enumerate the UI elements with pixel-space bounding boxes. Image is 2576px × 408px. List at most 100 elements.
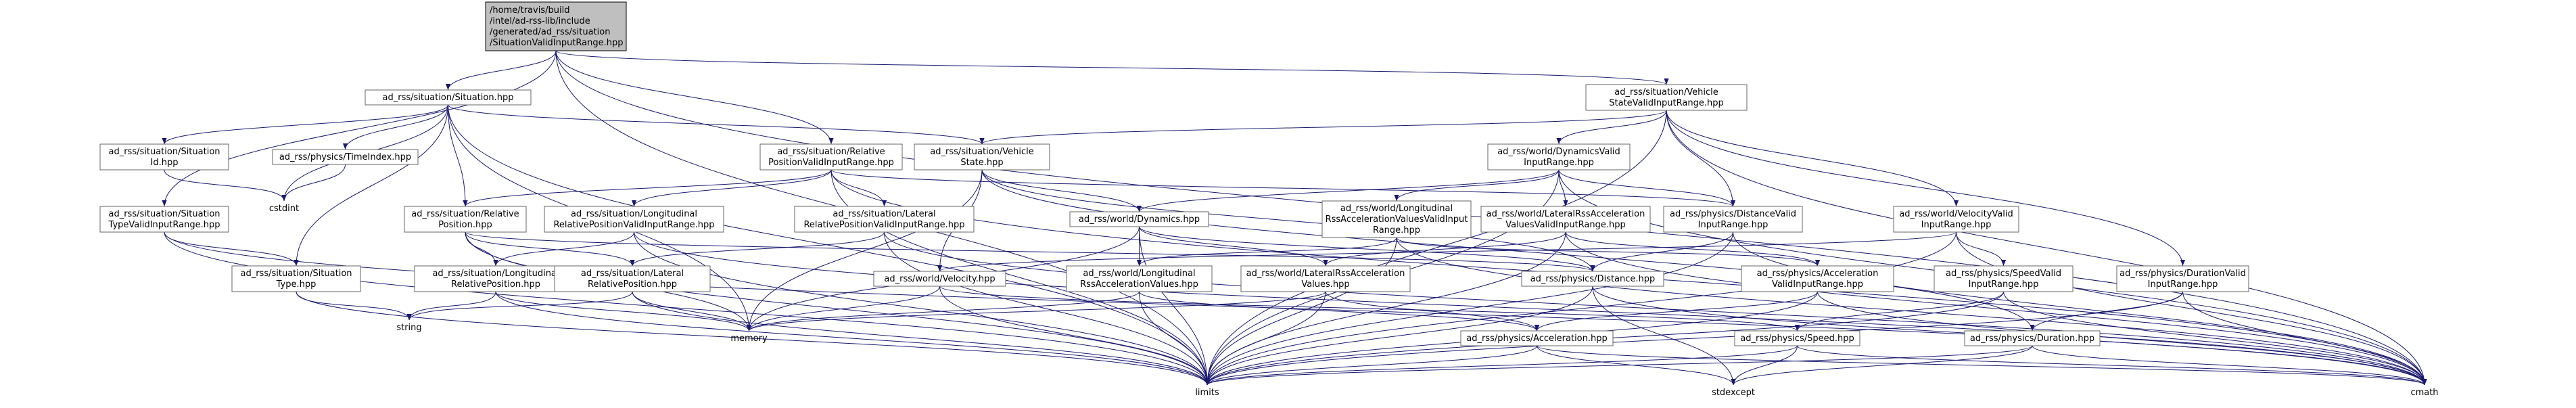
node-label-lat-rss-acc-vir-0: ad_rss/world/LateralRssAcceleration xyxy=(1486,209,1645,219)
node-world-dynamics[interactable]: ad_rss/world/Dynamics.hpp xyxy=(1069,211,1209,227)
edge-long_rss_acc_vir-to-long_rss_acc xyxy=(1137,237,1397,267)
node-long-rel-pos-vir[interactable]: ad_rss/situation/LongitudinalRelativePos… xyxy=(544,206,724,233)
node-rel-pos-vir[interactable]: ad_rss/situation/RelativePositionValidIn… xyxy=(759,143,903,171)
node-situation[interactable]: ad_rss/situation/Situation.hpp xyxy=(365,89,532,106)
node-label-lat-rss-acc-vir-1: ValuesValidInputRange.hpp xyxy=(1505,220,1626,230)
node-box-vehicle-state-vir xyxy=(1585,84,1748,111)
edge-long_rss_acc_vir-to-acceleration_vir xyxy=(1396,237,1820,267)
edge-speed_vir-to-cmath xyxy=(2003,291,2427,386)
node-lat-rel-pos-vir[interactable]: ad_rss/situation/LateralRelativePosition… xyxy=(794,206,975,233)
edge-lat_rss_acc-to-physics_acceleration xyxy=(1325,291,1540,332)
node-duration-vir[interactable]: ad_rss/physics/DurationValidInputRange.h… xyxy=(2116,265,2249,292)
node-time-index[interactable]: ad_rss/physics/TimeIndex.hpp xyxy=(272,149,419,165)
edge-lat_rss_acc-to-limits xyxy=(1204,291,1326,386)
node-physics-duration[interactable]: ad_rss/physics/Duration.hpp xyxy=(1964,330,2101,346)
edge-distance_vir-to-cmath xyxy=(1733,231,2427,386)
node-box-long-rel-pos xyxy=(414,265,578,292)
node-label-rel-pos-vir-1: PositionValidInputRange.hpp xyxy=(768,158,894,168)
edge-situation-to-situation_id xyxy=(162,104,448,145)
node-string: string xyxy=(396,323,421,333)
node-distance-vir[interactable]: ad_rss/physics/DistanceValidInputRange.h… xyxy=(1663,206,1803,233)
node-label-root-3: /SituationValidInputRange.hpp xyxy=(490,38,624,48)
edge-relative_position-to-limits xyxy=(465,231,1210,386)
edge-acceleration_vir-to-physics_acceleration xyxy=(1535,291,1818,332)
edge-physics_distance-to-limits xyxy=(1204,286,1593,386)
node-lat-rel-pos[interactable]: ad_rss/situation/LateralRelativePosition… xyxy=(554,265,711,292)
node-box-physics-acceleration xyxy=(1460,330,1614,346)
edge-physics_distance-to-stdexcept xyxy=(1592,286,1736,386)
edge-long_rel_pos-to-memory xyxy=(495,291,751,332)
node-label-limits-0: limits xyxy=(1195,388,1219,398)
edge-situation_type-to-string xyxy=(296,291,412,321)
node-label-physics-acceleration-0: ad_rss/physics/Acceleration.hpp xyxy=(1466,334,1608,344)
edge-root-to-vehicle_state_vir xyxy=(555,50,1669,85)
edge-physics_duration-to-stdexcept xyxy=(1731,345,2033,386)
node-label-stdexcept-0: stdexcept xyxy=(1712,388,1755,398)
edge-lat_rel_pos-to-limits xyxy=(632,291,1210,386)
node-label-velocity-vir-0: ad_rss/world/VelocityValid xyxy=(1899,209,2013,219)
node-box-physics-distance xyxy=(1521,271,1664,287)
edge-lat_rss_acc_vir-to-limits xyxy=(1204,231,1566,386)
node-label-root-1: /intel/ad-rss-lib/include xyxy=(490,16,590,26)
node-physics-speed[interactable]: ad_rss/physics/Speed.hpp xyxy=(1734,330,1860,346)
edge-lat_rss_acc_vir-to-cmath xyxy=(1565,231,2427,386)
edge-physics_duration-to-cmath xyxy=(2032,345,2427,386)
node-label-long-rel-pos-vir-1: RelativePositionValidInputRange.hpp xyxy=(553,220,714,230)
node-situation-type-vir[interactable]: ad_rss/situation/SituationTypeValidInput… xyxy=(99,206,229,233)
edge-rel_pos_vir-to-long_rel_pos_vir xyxy=(631,169,832,207)
edge-physics_speed-to-stdexcept xyxy=(1731,345,1798,386)
node-box-long-rss-acc xyxy=(1066,265,1213,292)
edge-long_rel_pos-to-limits xyxy=(495,291,1210,386)
node-lat-rss-acc-vir[interactable]: ad_rss/world/LateralRssAccelerationValue… xyxy=(1480,206,1651,233)
node-box-physics-speed xyxy=(1734,330,1860,346)
node-box-long-rss-acc-vir xyxy=(1321,200,1472,238)
edge-rel_pos_vir-to-lat_rel_pos_vir xyxy=(830,169,887,207)
node-relative-position[interactable]: ad_rss/situation/RelativePosition.hpp xyxy=(404,206,527,233)
node-box-situation-type-vir xyxy=(99,206,229,233)
edge-physics_duration-to-limits xyxy=(1204,345,2033,386)
edge-vehicle_state_vir-to-velocity_vir xyxy=(1666,110,1959,207)
edge-situation-to-relative_position xyxy=(448,104,468,207)
edge-world_dynamics-to-lat_rss_acc xyxy=(1139,226,1328,267)
node-long-rel-pos[interactable]: ad_rss/situation/LongitudinalRelativePos… xyxy=(414,265,578,292)
node-label-long-rss-acc-vir-0: ad_rss/world/Longitudinal xyxy=(1340,204,1453,214)
edge-lat_rss_acc_vir-to-acceleration_vir xyxy=(1565,231,1820,267)
node-long-rss-acc-vir[interactable]: ad_rss/world/LongitudinalRssAcceleration… xyxy=(1321,200,1472,238)
node-physics-acceleration[interactable]: ad_rss/physics/Acceleration.hpp xyxy=(1460,330,1614,346)
edge-physics_acceleration-to-stdexcept xyxy=(1537,345,1736,386)
edge-rel_pos_vir-to-distance_vir xyxy=(830,169,1735,207)
edge-long_rss_acc-to-limits xyxy=(1139,291,1210,386)
edge-long_rss_acc-to-physics_acceleration xyxy=(1139,291,1539,332)
node-label-duration-vir-0: ad_rss/physics/DurationValid xyxy=(2120,269,2246,279)
edge-long_rss_acc_vir-to-cmath xyxy=(1396,237,2427,386)
node-box-lat-rss-acc-vir xyxy=(1480,206,1651,233)
edge-speed_vir-to-physics_speed xyxy=(1794,291,2004,332)
edge-situation_type_vir-to-limits xyxy=(164,231,1210,386)
edge-long_rel_pos_vir-to-limits xyxy=(634,231,1210,386)
node-box-duration-vir xyxy=(2116,265,2249,292)
node-label-physics-distance-0: ad_rss/physics/Distance.hpp xyxy=(1530,274,1656,284)
node-vehicle-state-vir[interactable]: ad_rss/situation/VehicleStateValidInputR… xyxy=(1585,84,1748,111)
node-world-velocity[interactable]: ad_rss/world/Velocity.hpp xyxy=(873,271,1006,287)
node-box-situation-id xyxy=(99,143,229,171)
node-limits: limits xyxy=(1195,388,1219,398)
node-label-long-rss-acc-0: ad_rss/world/Longitudinal xyxy=(1083,269,1195,279)
edge-lat_rss_acc_vir-to-lat_rss_acc xyxy=(1323,231,1566,267)
node-box-physics-duration xyxy=(1964,330,2101,346)
node-label-vehicle-state-vir-1: StateValidInputRange.hpp xyxy=(1609,98,1723,108)
node-lat-rss-acc[interactable]: ad_rss/world/LateralRssAccelerationValue… xyxy=(1240,265,1411,292)
node-long-rss-acc[interactable]: ad_rss/world/LongitudinalRssAcceleration… xyxy=(1066,265,1213,292)
node-physics-distance[interactable]: ad_rss/physics/Distance.hpp xyxy=(1521,271,1664,287)
node-label-memory-0: memory xyxy=(730,334,768,344)
node-root[interactable]: /home/travis/build/intel/ad-rss-lib/incl… xyxy=(485,1,627,51)
node-acceleration-vir[interactable]: ad_rss/physics/AccelerationValidInputRan… xyxy=(1741,265,1894,292)
node-label-lat-rss-acc-0: ad_rss/world/LateralRssAcceleration xyxy=(1246,269,1405,279)
edge-situation-to-vehicle_state xyxy=(448,104,985,145)
